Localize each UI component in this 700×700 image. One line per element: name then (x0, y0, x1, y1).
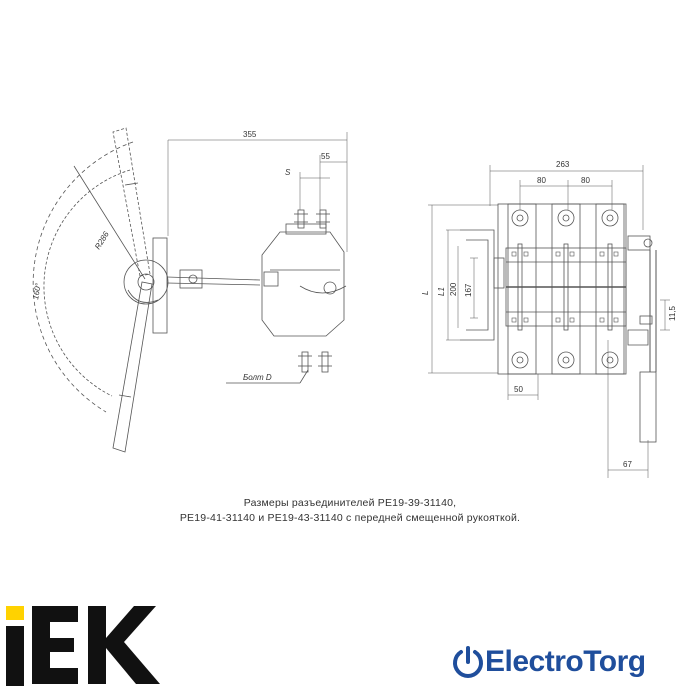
radius-line (73, 165, 146, 280)
dim-bolt: Болт D (243, 373, 272, 382)
dim-355: 355 (243, 130, 257, 139)
power-icon (453, 646, 483, 678)
dim-l1: L1 (437, 287, 446, 296)
dim-angle: 160° (31, 282, 43, 301)
dim-l: L (421, 291, 430, 295)
pole-1 (507, 203, 537, 375)
dim-80-left: 80 (537, 176, 546, 185)
caption-line-2: РЕ19-41-31140 и РЕ19-43-31140 с передней… (179, 512, 521, 524)
side-view (32, 127, 348, 453)
dim-11-5: 11,5 (668, 305, 677, 321)
swing-arc (32, 141, 134, 413)
electrotorg-wordmark: ElectroTorg (485, 645, 646, 678)
shaft (166, 276, 261, 281)
bolt-bottom-1 (301, 351, 309, 373)
iek-logo (6, 606, 186, 691)
dim-200: 200 (449, 282, 458, 296)
dim-67: 67 (623, 460, 632, 469)
radius-arc (43, 169, 131, 397)
mounting-plate (152, 237, 168, 334)
pole-2 (551, 203, 581, 375)
dim-s: S (285, 168, 291, 177)
front-view (428, 165, 670, 478)
caption-line-1: Размеры разъединителей РЕ19-39-31140, (243, 497, 457, 509)
handle-hub (123, 259, 169, 305)
dim-80-right: 80 (581, 176, 590, 185)
electrotorg-logo: ElectroTorg (451, 645, 646, 679)
dim-50: 50 (514, 385, 523, 394)
handle-down (112, 281, 153, 453)
dim-167: 167 (464, 283, 473, 297)
pole-3 (595, 203, 625, 375)
drive-body (261, 231, 345, 337)
iek-logo-mark (6, 606, 160, 686)
dim-263: 263 (556, 160, 570, 169)
handle-ghost-up (112, 127, 151, 277)
dim-55: 55 (321, 152, 330, 161)
bolt-top-1 (297, 209, 305, 229)
dim-r286: R286 (93, 230, 111, 251)
